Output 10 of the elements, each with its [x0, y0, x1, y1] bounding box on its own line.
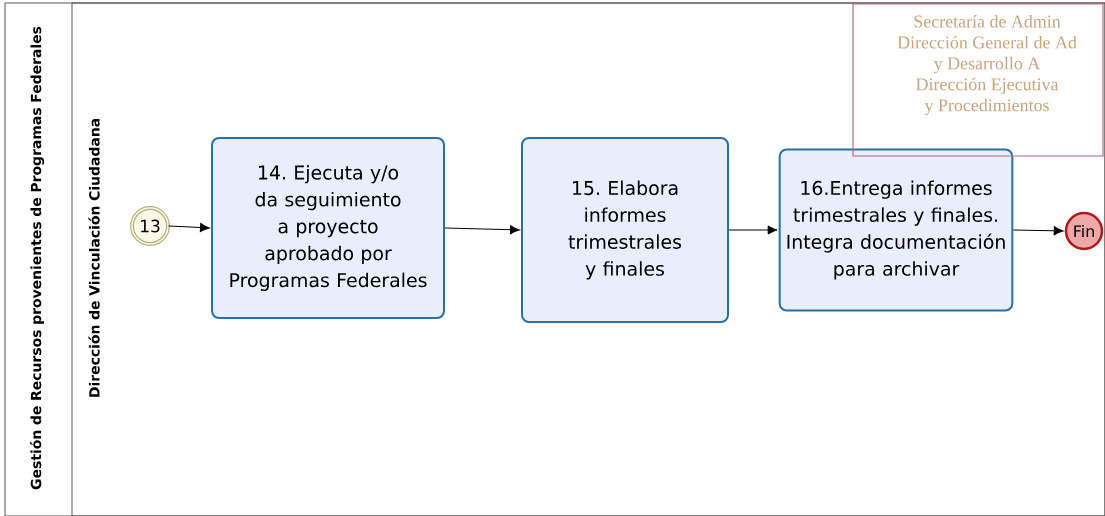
task-box: 15. Elabora informes trimestrales y finales	[521, 137, 729, 323]
end-event: Fin	[1064, 211, 1104, 251]
arrow	[728, 225, 778, 235]
stamp-box: Secretaría de Admin Dirección General de Ad y Desarrollo A Dirección Ejecutiva y Procedimientos	[852, 3, 1104, 157]
arrow	[444, 225, 520, 235]
start-event: 13	[130, 206, 170, 246]
arrow	[1012, 226, 1064, 236]
task-box: 16.Entrega informes trimestrales y finales. Integra documentación para archivar	[778, 148, 1014, 312]
arrow	[168, 222, 210, 233]
task-box: 14. Ejecuta y/o da seguimiento a proyecto aprobado por Programas Federales	[211, 137, 445, 319]
